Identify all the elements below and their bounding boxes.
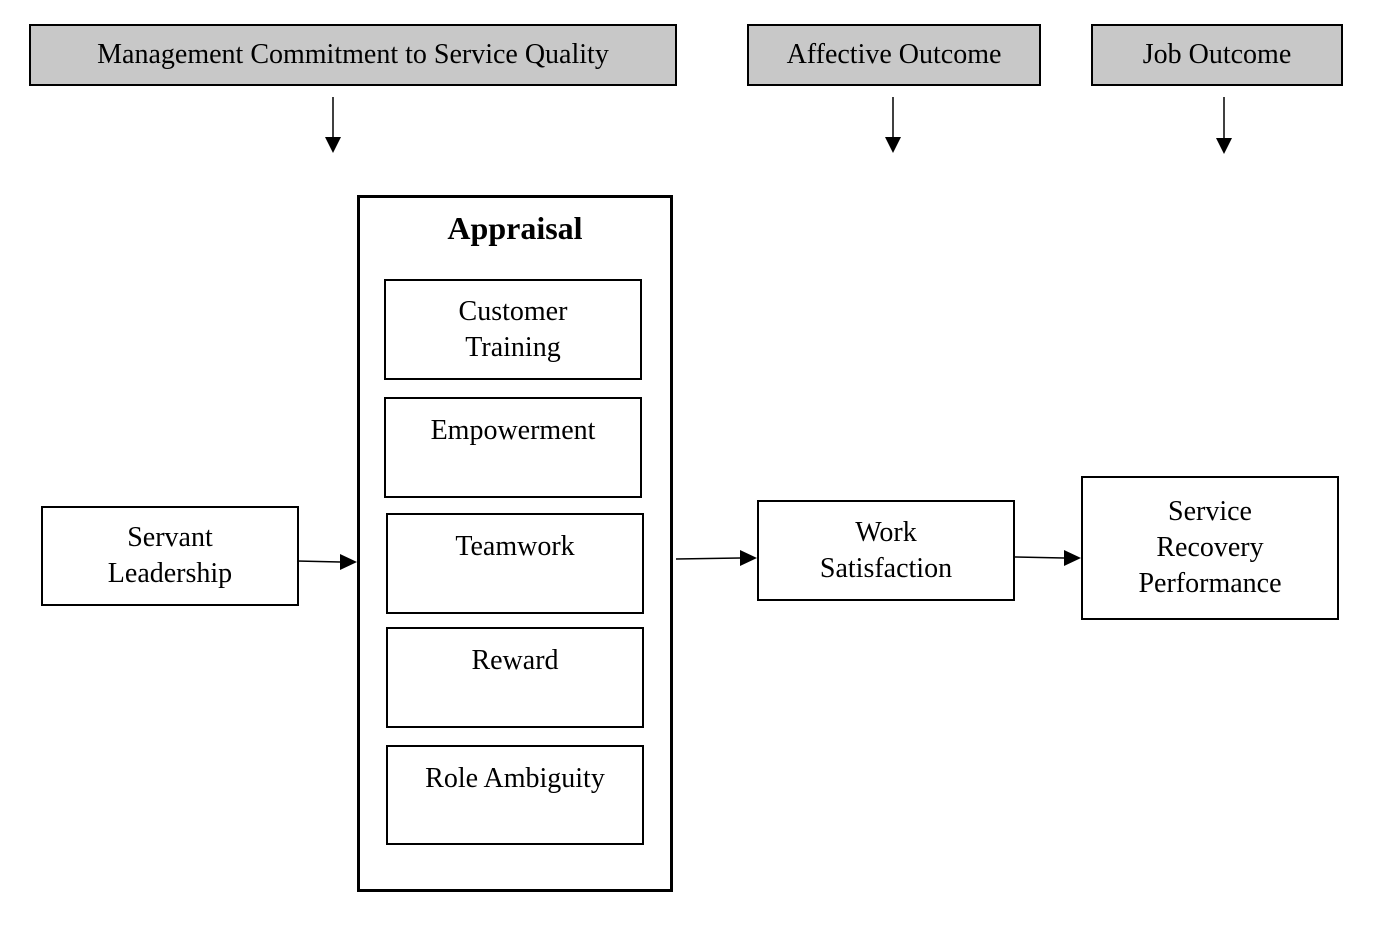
job-outcome-label: Job Outcome [1142, 39, 1292, 70]
down-arrow-management [325, 97, 341, 153]
reward-label: Reward [471, 645, 559, 676]
role-ambiguity-label: Role Ambiguity [425, 763, 605, 794]
empowerment-label: Empowerment [430, 415, 596, 446]
service-recovery-box: Service Recovery Performance [1081, 476, 1339, 620]
arrow-work-to-service [1014, 550, 1081, 566]
service-recovery-line1: Service [1168, 496, 1252, 527]
customer-training-box: Customer Training [384, 279, 642, 380]
role-ambiguity-box: Role Ambiguity [386, 745, 644, 845]
reward-box: Reward [386, 627, 644, 728]
affective-outcome-header: Affective Outcome [747, 24, 1041, 86]
work-satisfaction-line2: Satisfaction [819, 552, 953, 584]
down-arrow-affective [885, 97, 901, 153]
affective-outcome-label: Affective Outcome [786, 39, 1002, 70]
down-arrow-job [1216, 97, 1232, 154]
management-commitment-label: Management Commitment to Service Quality [97, 39, 609, 70]
job-outcome-header: Job Outcome [1091, 24, 1343, 86]
servant-leadership-line2: Leadership [107, 558, 233, 589]
work-satisfaction-line1: Work [855, 516, 917, 548]
arrow-appraisal-to-work [675, 550, 757, 566]
teamwork-box: Teamwork [386, 513, 644, 614]
teamwork-label: Teamwork [455, 531, 575, 562]
customer-training-line1: Customer [458, 295, 568, 327]
management-commitment-header: Management Commitment to Service Quality [29, 24, 677, 86]
service-recovery-line3: Performance [1138, 568, 1282, 599]
servant-leadership-box: Servant Leadership [41, 506, 299, 606]
empowerment-box: Empowerment [384, 397, 642, 498]
work-satisfaction-box: Work Satisfaction [757, 500, 1015, 601]
appraisal-title: Appraisal [447, 210, 583, 246]
servant-leadership-line1: Servant [127, 522, 213, 553]
customer-training-line2: Training [465, 331, 561, 363]
arrow-servant-to-appraisal [296, 554, 357, 570]
service-recovery-line2: Recovery [1156, 532, 1264, 563]
